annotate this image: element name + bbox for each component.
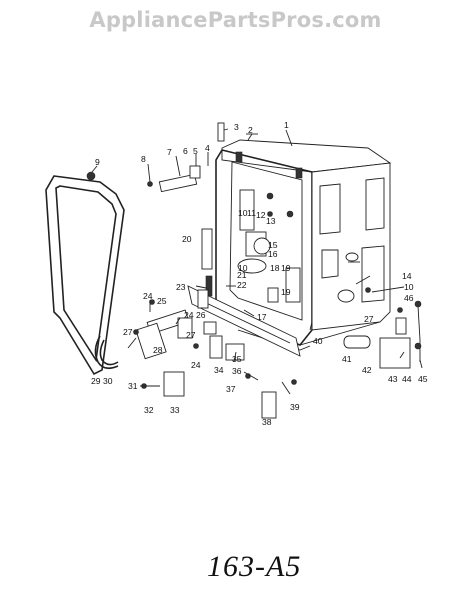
callout-32: 32 bbox=[144, 405, 154, 415]
callout-24b: 24 bbox=[184, 310, 194, 320]
callout-5: 5 bbox=[193, 146, 198, 156]
callout-43: 43 bbox=[388, 374, 398, 384]
callout-1: 1 bbox=[284, 120, 289, 130]
callout-46: 46 bbox=[404, 293, 414, 303]
callout-2: 2 bbox=[248, 125, 253, 135]
callout-13: 13 bbox=[266, 216, 276, 226]
callout-10a: 10 bbox=[238, 208, 248, 218]
callout-33: 33 bbox=[170, 405, 180, 415]
small-parts bbox=[133, 122, 422, 419]
callout-28: 28 bbox=[153, 345, 163, 355]
callout-19: 19 bbox=[281, 263, 291, 273]
callout-14: 14 bbox=[402, 271, 412, 281]
callout-15: 15 bbox=[268, 240, 278, 250]
callout-27c: 27 bbox=[186, 330, 196, 340]
callout-8: 8 bbox=[141, 154, 146, 164]
callout-31: 31 bbox=[128, 381, 138, 391]
callout-41: 41 bbox=[342, 354, 352, 364]
callout-24: 24 bbox=[143, 291, 153, 301]
callout-34: 34 bbox=[214, 365, 224, 375]
callout-37: 37 bbox=[226, 384, 236, 394]
callout-22: 22 bbox=[237, 280, 247, 290]
callout-4: 4 bbox=[205, 143, 210, 153]
callout-30: 30 bbox=[103, 376, 113, 386]
lower-bracket bbox=[187, 275, 301, 357]
callout-25: 25 bbox=[157, 296, 167, 306]
callout-42: 42 bbox=[362, 365, 372, 375]
callout-39: 39 bbox=[290, 402, 300, 412]
callout-36: 36 bbox=[232, 366, 242, 376]
callout-27b: 27 bbox=[364, 314, 374, 324]
leader-lines bbox=[91, 128, 423, 395]
callout-23: 23 bbox=[176, 282, 186, 292]
callout-20: 20 bbox=[182, 234, 192, 244]
callout-17: 17 bbox=[257, 312, 267, 322]
callout-38: 38 bbox=[262, 417, 272, 427]
callout-10b: 10 bbox=[238, 263, 248, 273]
callout-45: 45 bbox=[418, 374, 428, 384]
callout-35: 35 bbox=[232, 354, 242, 364]
callout-24c: 24 bbox=[191, 360, 201, 370]
callout-7: 7 bbox=[167, 147, 172, 157]
callout-19b: 19 bbox=[281, 287, 291, 297]
callout-21: 21 bbox=[237, 270, 247, 280]
tub-assembly bbox=[215, 139, 392, 351]
callout-9: 9 bbox=[95, 157, 100, 167]
door-gasket bbox=[45, 171, 125, 376]
callout-12: 12 bbox=[256, 210, 266, 220]
callout-6: 6 bbox=[183, 146, 188, 156]
callout-27: 27 bbox=[123, 327, 133, 337]
callout-3: 3 bbox=[234, 122, 239, 132]
callout-16: 16 bbox=[268, 249, 278, 259]
callout-40: 40 bbox=[313, 336, 323, 346]
callout-18: 18 bbox=[270, 263, 280, 273]
watermark: AppliancePartsPros.com bbox=[89, 8, 382, 32]
callout-11: 11 bbox=[247, 208, 256, 218]
callout-10c: 10 bbox=[404, 282, 414, 292]
callout-labels: 1 2 3 4 5 6 7 8 9 10 11 12 13 14 15 16 1… bbox=[91, 120, 428, 427]
callout-26: 26 bbox=[196, 310, 206, 320]
callout-29: 29 bbox=[91, 376, 101, 386]
diagram-code: 163-A5 bbox=[207, 550, 302, 583]
callout-44: 44 bbox=[402, 374, 412, 384]
